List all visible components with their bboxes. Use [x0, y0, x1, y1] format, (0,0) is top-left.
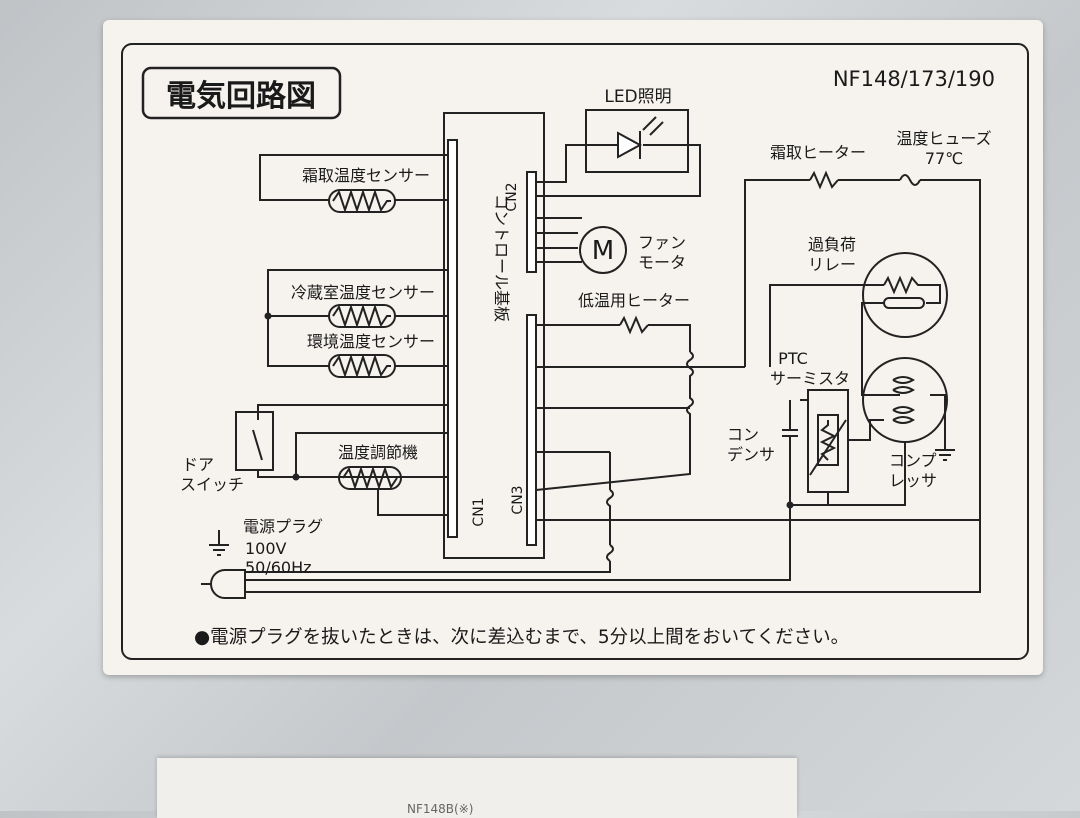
defrost-sensor-label: 霜取温度センサー: [302, 166, 430, 185]
power-voltage: 100V: [245, 539, 287, 558]
temp-fuse-label-1: 温度ヒューズ: [896, 129, 991, 148]
defrost-sensor: [328, 189, 396, 213]
cn3-label: CN3: [510, 485, 526, 514]
motor-symbol: M: [592, 236, 614, 266]
env-sensor-label: 環境温度センサー: [307, 332, 435, 351]
door-switch-label-1: ドア: [182, 455, 214, 474]
ptc-thermistor: [807, 389, 849, 493]
connector-cn3: [526, 314, 537, 546]
fridge-sensor: [328, 304, 396, 328]
title-box: [141, 66, 342, 120]
fan-motor-label-1: ファン: [638, 233, 686, 252]
diagram-border: [121, 43, 1029, 660]
ptc-label-1: PTC: [778, 349, 808, 368]
condenser-label-1: コン: [727, 425, 759, 444]
door-switch-label-2: スイッチ: [180, 475, 244, 494]
led-box: [585, 109, 689, 173]
thermostat-label: 温度調節機: [338, 443, 418, 462]
low-temp-heater-label: 低温用ヒーター: [578, 291, 690, 310]
cn1-label: CN1: [471, 497, 487, 526]
warning-note: ●電源プラグを抜いたときは、次に差込むまで、5分以上間をおいてください。: [194, 627, 849, 648]
condenser-label-2: デンサ: [727, 445, 775, 464]
fan-motor-label-2: モータ: [638, 253, 686, 272]
compressor: [862, 357, 948, 443]
defrost-heater-label: 霜取ヒーター: [770, 143, 866, 162]
power-frequency: 50/60Hz: [245, 558, 312, 577]
compressor-label-2: レッサ: [889, 471, 937, 490]
door-switch: [235, 411, 274, 471]
bottom-sticker: NF148B(※): [157, 758, 797, 818]
thermostat: [338, 466, 402, 490]
model-number: NF148/173/190: [833, 67, 995, 91]
connector-cn2: [526, 171, 537, 273]
compressor-label-1: コンプ: [889, 451, 937, 470]
overload-relay-label-2: リレー: [808, 255, 856, 274]
temp-fuse-label-2: 77℃: [925, 149, 963, 168]
wiring: [201, 109, 981, 599]
led-label: LED照明: [604, 87, 671, 107]
power-plug-label: 電源プラグ: [243, 517, 323, 536]
overload-relay: [862, 252, 948, 338]
circuit-diagram-sticker: [103, 20, 1043, 675]
diagram-title: 電気回路図: [166, 79, 316, 114]
fridge-sensor-label: 冷蔵室温度センサー: [291, 283, 435, 302]
cn2-label: CN2: [504, 182, 520, 211]
board-label: コントロール基板: [492, 194, 511, 322]
control-board: [443, 112, 545, 559]
overload-relay-label-1: 過負荷: [808, 235, 856, 254]
bottom-sticker-label: NF148B(※): [407, 802, 474, 816]
fan-motor: [579, 226, 627, 274]
ptc-label-2: サーミスタ: [770, 369, 850, 388]
env-sensor: [328, 354, 396, 378]
connector-cn1: [447, 139, 458, 538]
